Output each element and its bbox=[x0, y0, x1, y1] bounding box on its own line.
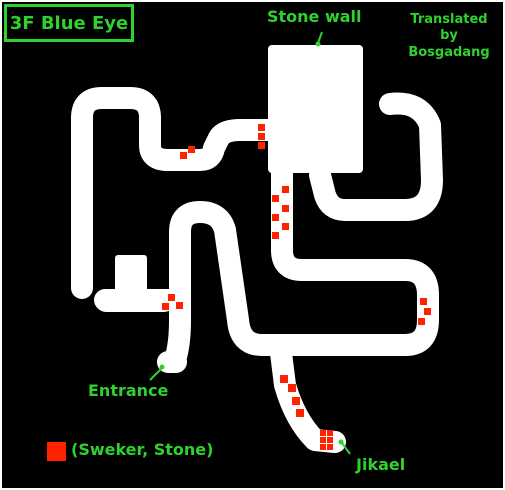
monster-marker bbox=[420, 298, 427, 305]
monster-marker bbox=[320, 444, 326, 450]
credit-line-3: Bosgadang bbox=[408, 44, 490, 60]
monster-marker bbox=[424, 308, 431, 315]
monster-marker bbox=[258, 133, 265, 140]
jikael-label: Jikael bbox=[356, 455, 406, 474]
monster-marker bbox=[162, 303, 169, 310]
stone-wall-pointer-line bbox=[317, 31, 323, 44]
entrance-label: Entrance bbox=[88, 381, 169, 400]
monster-marker bbox=[327, 437, 333, 443]
monster-marker bbox=[188, 146, 195, 153]
small-block-base bbox=[95, 290, 175, 312]
map-title: 3F Blue Eye bbox=[9, 12, 129, 34]
corridor-right-loop bbox=[309, 92, 443, 221]
jikael-pointer-dot bbox=[338, 439, 344, 445]
credit-line-2: by bbox=[440, 28, 458, 44]
monster-marker bbox=[320, 430, 326, 436]
monster-marker bbox=[282, 186, 289, 193]
monster-marker bbox=[272, 232, 279, 239]
monster-marker bbox=[272, 214, 279, 221]
legend-swatch bbox=[47, 442, 66, 461]
monster-marker bbox=[168, 294, 175, 301]
small-block bbox=[115, 255, 147, 295]
monster-marker bbox=[296, 409, 304, 417]
monster-markers bbox=[162, 124, 431, 450]
corridor-left-loop bbox=[71, 87, 281, 299]
monster-marker bbox=[288, 384, 296, 392]
corridor-center bbox=[164, 159, 439, 371]
jikael-pointer-line bbox=[341, 442, 351, 455]
monster-marker bbox=[176, 302, 183, 309]
credit-line-1: Translated bbox=[410, 12, 488, 27]
monster-marker bbox=[327, 430, 333, 436]
stone-wall-pointer-dot bbox=[315, 41, 321, 47]
monster-marker bbox=[258, 124, 265, 131]
monster-marker bbox=[272, 195, 279, 202]
monster-marker bbox=[280, 375, 288, 383]
monster-marker bbox=[292, 397, 300, 405]
credit-block: Translated by Bosgadang bbox=[395, 12, 503, 61]
monster-marker bbox=[327, 444, 333, 450]
monster-marker bbox=[180, 152, 187, 159]
entrance-pointer-line bbox=[149, 367, 163, 381]
monster-marker bbox=[418, 318, 425, 325]
entrance-pointer-dot bbox=[159, 364, 165, 370]
label-pointers bbox=[149, 31, 351, 455]
monster-marker bbox=[258, 142, 265, 149]
monster-marker bbox=[282, 223, 289, 230]
stone-wall-label: Stone wall bbox=[267, 7, 362, 26]
map-title-box: 3F Blue Eye bbox=[4, 4, 134, 42]
monster-marker bbox=[320, 437, 326, 443]
monster-marker bbox=[282, 205, 289, 212]
legend-text: (Sweker, Stone) bbox=[71, 440, 214, 459]
stone-wall-block bbox=[268, 45, 363, 173]
